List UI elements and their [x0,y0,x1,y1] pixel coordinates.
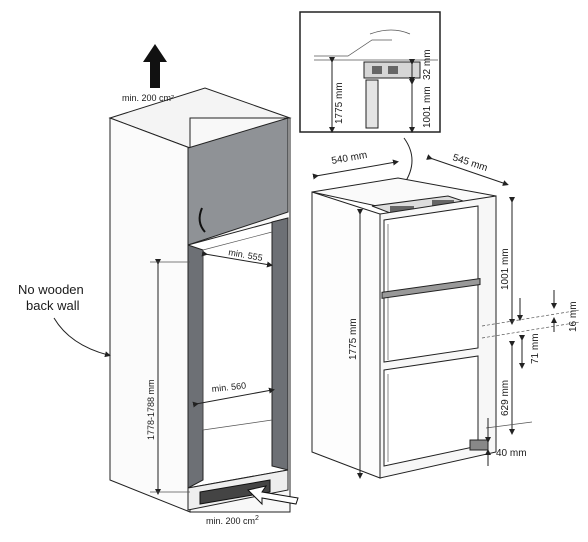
upper-cabinet-door [187,117,289,246]
lower-door [383,355,479,467]
width-dim-top [201,250,273,268]
detail-hinge-label: 1001 mm [422,86,433,128]
upper-door [383,205,479,363]
detail-pointer [402,137,413,187]
height-left-label: 1778-1788 mm [146,379,156,440]
right-width-label: 540 mm [331,150,368,167]
cabinet-side-face [109,117,191,513]
bottom-label: 40 mm [496,448,527,459]
door-handle [198,207,206,233]
width-dim-right [312,159,399,180]
gap-label: 16 mm [568,301,579,332]
detail-height-label: 1775 mm [334,82,345,124]
back-wall-line1: No wooden [18,282,84,297]
fridge-left-side [311,191,381,479]
depth-dim-right [426,154,509,186]
width-bottom-label: min. 560 [211,380,246,394]
left-cabinet [108,87,292,513]
width-dim-bottom [192,387,275,408]
niche-left-wall [187,244,204,489]
top-vent-label: min. 200 cm² [122,93,174,103]
lower-height-dim [485,341,533,435]
detail-box [299,11,441,133]
niche-right-edge [271,217,289,471]
lower-height-label: 629 mm [500,380,511,416]
back-wall-line2: back wall [26,298,80,313]
bottom-vent-label: min. 200 cm2 [206,515,259,526]
gap-marker [481,290,581,339]
upper-height-label: 1001 mm [500,248,511,290]
back-wall-pointer [53,317,111,358]
height-dim-left [150,259,190,495]
detail-top-gap-label: 32 mm [422,49,433,80]
right-height-label: 1775 mm [348,318,359,360]
right-depth-label: 545 mm [451,152,489,174]
mid-label: 71 mm [530,333,541,364]
right-fridge [311,177,497,479]
bottom-vent-arrow [247,485,299,506]
top-vent-arrow [143,44,167,88]
plinth-vent-grille [199,479,271,505]
